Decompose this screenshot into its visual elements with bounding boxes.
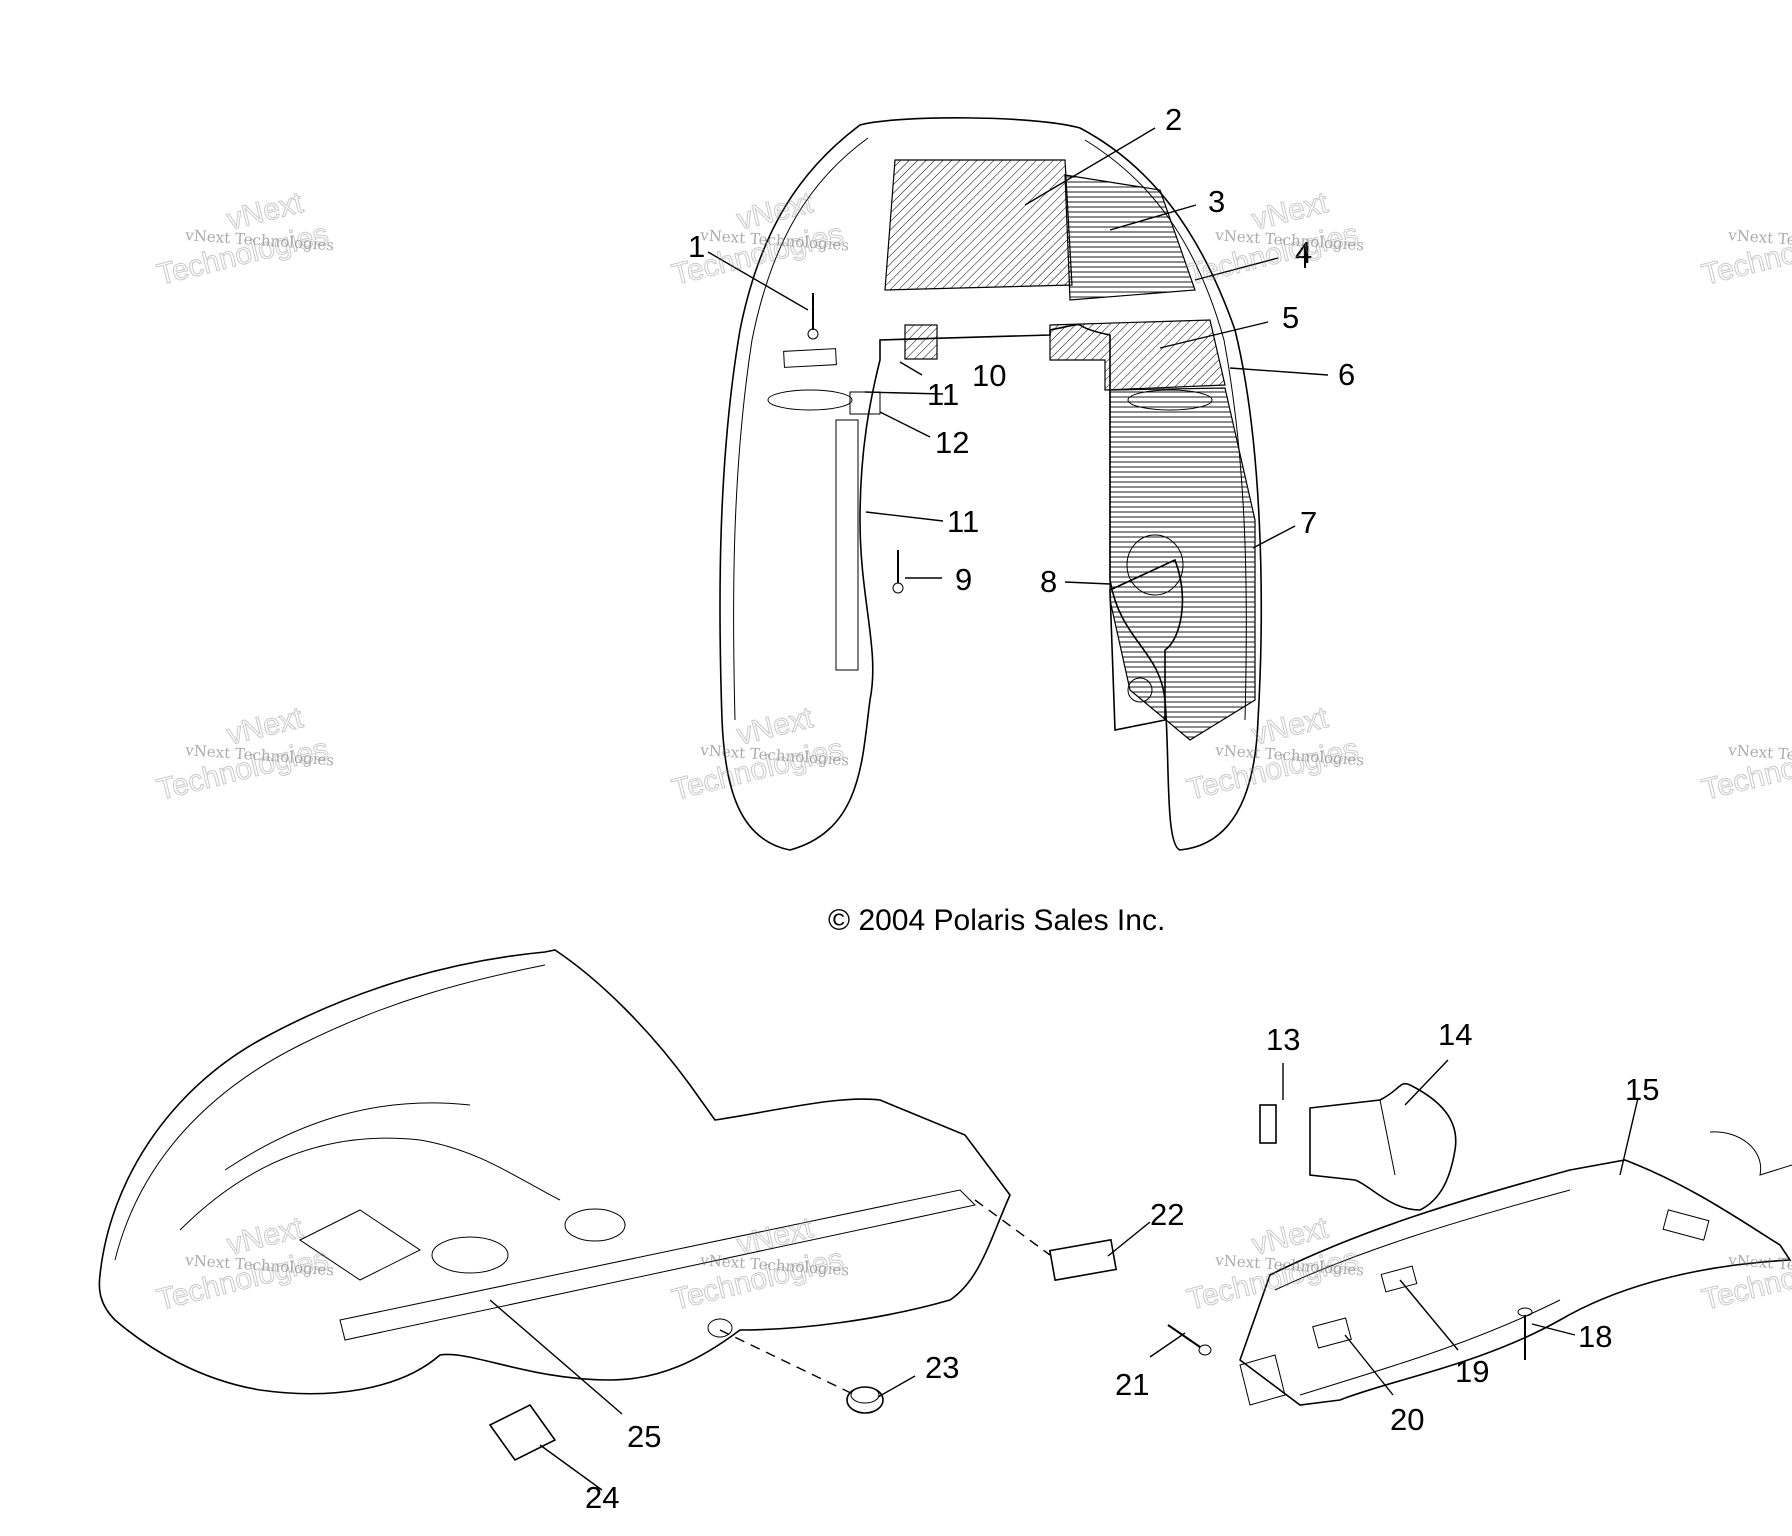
watermark-e: vNext vNext Technologies Technologies [668,701,849,808]
callout-2: 2 [1165,102,1182,137]
callout-6: 6 [1338,357,1355,392]
callout-7: 7 [1300,505,1317,540]
watermark-k: vNext Technologies Technologies [1698,732,1792,807]
callout-25: 25 [627,1419,661,1454]
watermark-h: vNext vNext Technologies Technologies [668,1211,849,1318]
part-18-shape [1517,1307,1533,1360]
callout-12: 12 [935,425,969,460]
watermark-j: vNext Technologies Technologies [1698,217,1792,292]
callout-21: 21 [1115,1367,1149,1402]
part-23-shape [846,1386,884,1414]
callout-4: 4 [1295,235,1312,270]
part-22-shape [1048,1238,1118,1282]
watermark-g: vNext vNext Technologies Technologies [153,1211,334,1318]
callout-8: 8 [1040,564,1057,599]
panel-10-shape [904,324,938,360]
callout-13: 13 [1266,1022,1300,1057]
callout-20: 20 [1390,1402,1424,1437]
watermark-a: vNext vNext Technologies Technologies [153,186,334,293]
watermark-i: vNext vNext Technologies Technologies [1183,1211,1364,1318]
side-panel-shape [1064,174,1196,301]
callout-18: 18 [1578,1319,1612,1354]
watermark-d: vNext vNext Technologies Technologies [153,701,334,808]
part-14-shape [1309,1082,1457,1211]
callout-24: 24 [585,1480,619,1515]
callout-14: 14 [1438,1017,1472,1052]
windshield-panel-shape [884,159,1073,291]
watermark-l: vNext Technologies Technologies [1698,1242,1792,1317]
callout-5: 5 [1282,300,1299,335]
callout-11b: 11 [947,504,979,539]
callout-1: 1 [688,229,705,264]
part-13-shape [1259,1104,1277,1144]
callout-10: 10 [972,358,1006,393]
panel-5-shape [1049,319,1226,391]
callout-15: 15 [1625,1072,1659,1107]
hood-iso-view [98,949,1011,1395]
leader-lines [489,127,1639,1491]
part-21-shape [1167,1324,1212,1356]
callout-3: 3 [1208,184,1225,219]
callout-9: 9 [955,562,972,597]
callout-19: 19 [1455,1354,1489,1389]
callout-11a: 11 [927,377,959,412]
callout-23: 23 [925,1350,959,1385]
hood-top-view [719,117,1306,851]
part-24-shape [488,1403,557,1462]
copyright-notice: © 2004 Polaris Sales Inc. [828,904,1165,937]
callout-22: 22 [1150,1197,1184,1232]
